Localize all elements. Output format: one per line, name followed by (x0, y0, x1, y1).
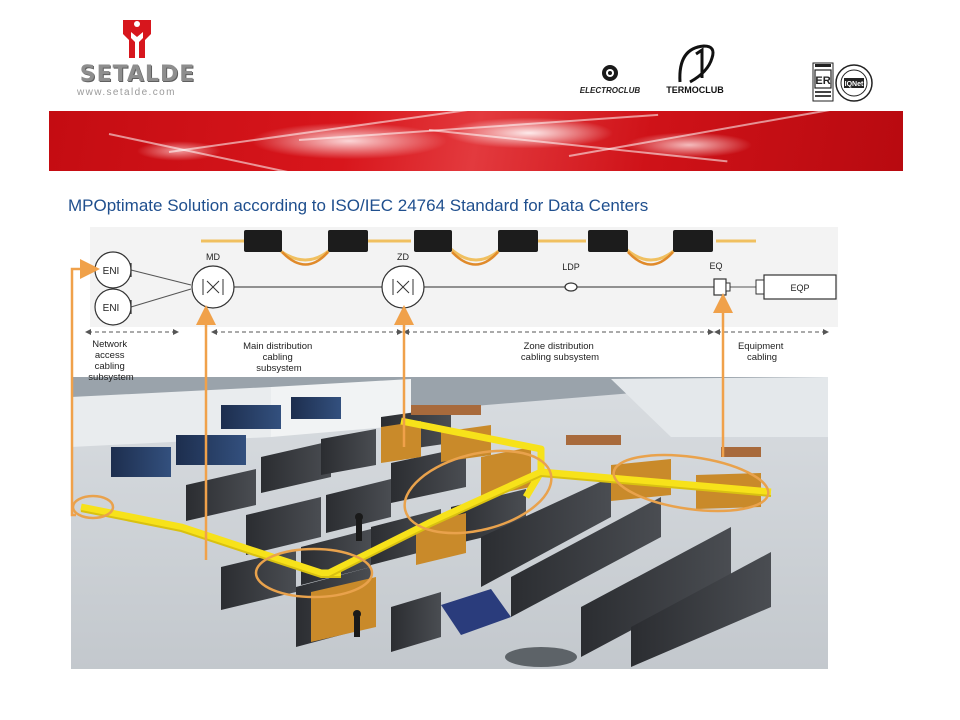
aenor-mark: ER (815, 75, 830, 87)
cabling-diagram: ENI ENI MD ZD LDP (66, 225, 842, 675)
setalde-emblem-icon (123, 20, 151, 58)
zd-node: ZD (381, 252, 425, 309)
subsystem-label-main: Main distribution cabling subsystem (243, 341, 315, 374)
iqnet-cert-logo: IQNet (835, 64, 873, 102)
eqp-node: EQP (755, 274, 837, 300)
subsystem-label-network: Network access cabling subsystem (88, 339, 133, 383)
pointer-arrows (70, 259, 733, 560)
ldp-node: LDP (562, 262, 580, 292)
slide-title: MPOptimate Solution according to ISO/IEC… (68, 196, 649, 215)
header-banner (49, 111, 903, 171)
eq-node: EQ (709, 261, 731, 296)
md-node: MD (191, 252, 235, 309)
zd-label: ZD (397, 252, 409, 262)
electroclub-emblem-icon (602, 65, 618, 81)
termoclub-logo: TERMOCLUB (660, 42, 730, 98)
eni-node-1: ENI (94, 251, 132, 289)
ldp-label: LDP (562, 262, 580, 272)
eni-node-2: ENI (94, 288, 132, 326)
eqp-label: EQP (790, 283, 809, 293)
patch-cord-group (201, 230, 756, 266)
brand-name: SETALDE (79, 62, 196, 87)
iqnet-mark: IQNet (845, 81, 864, 88)
electroclub-label: ELECTROCLUB (579, 86, 641, 95)
subsystem-label-equipment: Equipment cabling (738, 341, 786, 363)
termoclub-emblem-icon (678, 44, 715, 84)
datacenter-floorplan (71, 377, 828, 669)
subsystem-label-zone: Zone distribution cabling subsystem (521, 341, 599, 363)
aenor-cert-logo: ER (812, 62, 834, 102)
setalde-logo: SETALDE www.setalde.com (55, 16, 220, 102)
eni-label-2: ENI (103, 303, 120, 314)
brand-url: www.setalde.com (77, 87, 176, 98)
md-label: MD (206, 252, 220, 262)
electroclub-logo: ELECTROCLUB (572, 62, 648, 100)
eq-label: EQ (709, 261, 722, 271)
schematic-overlay: ENI ENI MD ZD LDP (70, 230, 837, 560)
eni-label-1: ENI (103, 266, 120, 277)
termoclub-label: TERMOCLUB (666, 85, 724, 95)
